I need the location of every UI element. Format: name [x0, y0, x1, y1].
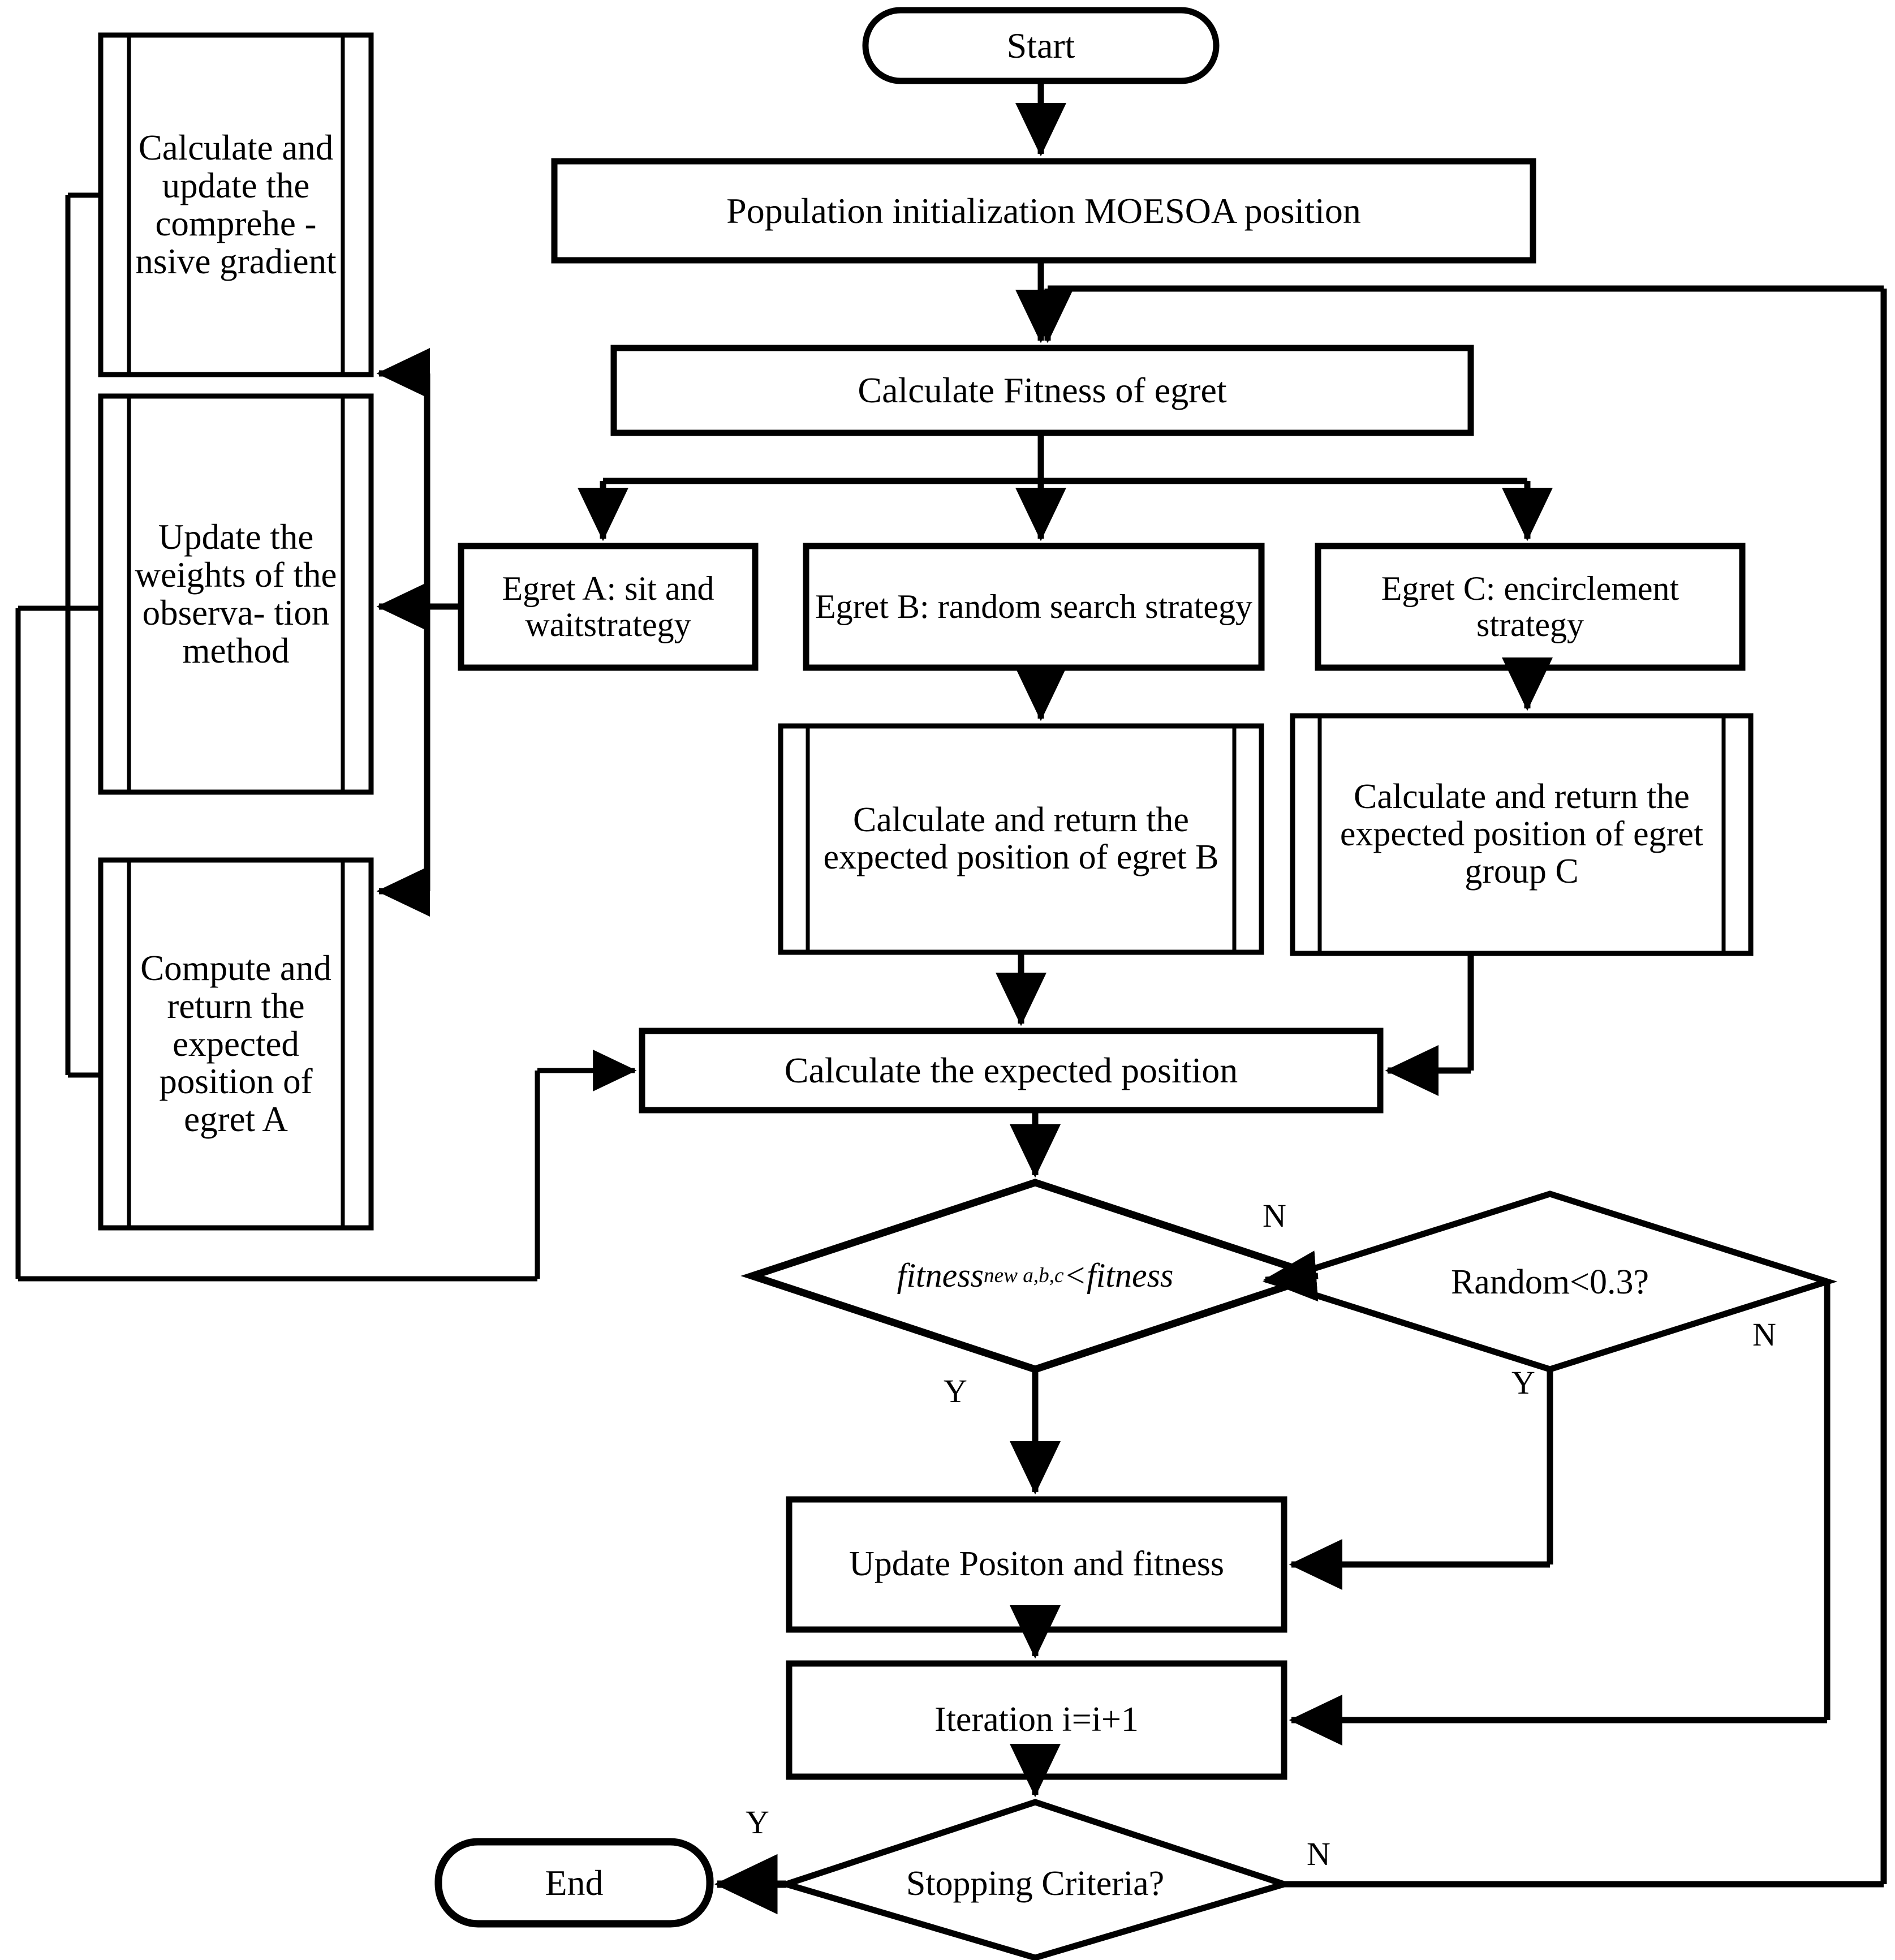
- edge-label-stopping-no: N: [1307, 1836, 1330, 1872]
- node-update-position-shape: [786, 1496, 1287, 1633]
- edge-label-random-yes: Y: [1511, 1364, 1535, 1401]
- node-calc-egret-c-outer: [1290, 713, 1754, 956]
- node-stopping-criteria-shape: [776, 1799, 1295, 1960]
- node-iteration-shape: [786, 1660, 1287, 1780]
- edge-label-fitness-no: N: [1263, 1197, 1286, 1234]
- node-calc-fitness-shape: [610, 345, 1474, 436]
- edge-label-stopping-yes: Y: [746, 1804, 769, 1841]
- node-calc-expected-position-shape: [639, 1028, 1384, 1114]
- edge-fitness-no-to-random-decision: [1263, 1250, 1319, 1302]
- edge-label-fitness-yes: Y: [944, 1373, 967, 1409]
- node-comprehensive-gradient-outer: [98, 32, 374, 377]
- node-egret-b-shape: [803, 543, 1265, 671]
- node-population-init-shape: [551, 158, 1536, 264]
- node-fitness-decision-shape: [740, 1179, 1330, 1373]
- node-start-shape: [862, 7, 1220, 84]
- node-egret-c-shape: [1315, 543, 1746, 671]
- node-compute-egret-a-outer: [98, 857, 374, 1231]
- edge-label-random-no: N: [1752, 1316, 1776, 1353]
- node-end-shape: [434, 1838, 714, 1928]
- node-calc-egret-b-outer: [778, 723, 1264, 955]
- node-random-decision-shape: [1262, 1190, 1838, 1373]
- node-egret-a-shape: [458, 543, 759, 671]
- node-update-weights-outer: [98, 393, 374, 795]
